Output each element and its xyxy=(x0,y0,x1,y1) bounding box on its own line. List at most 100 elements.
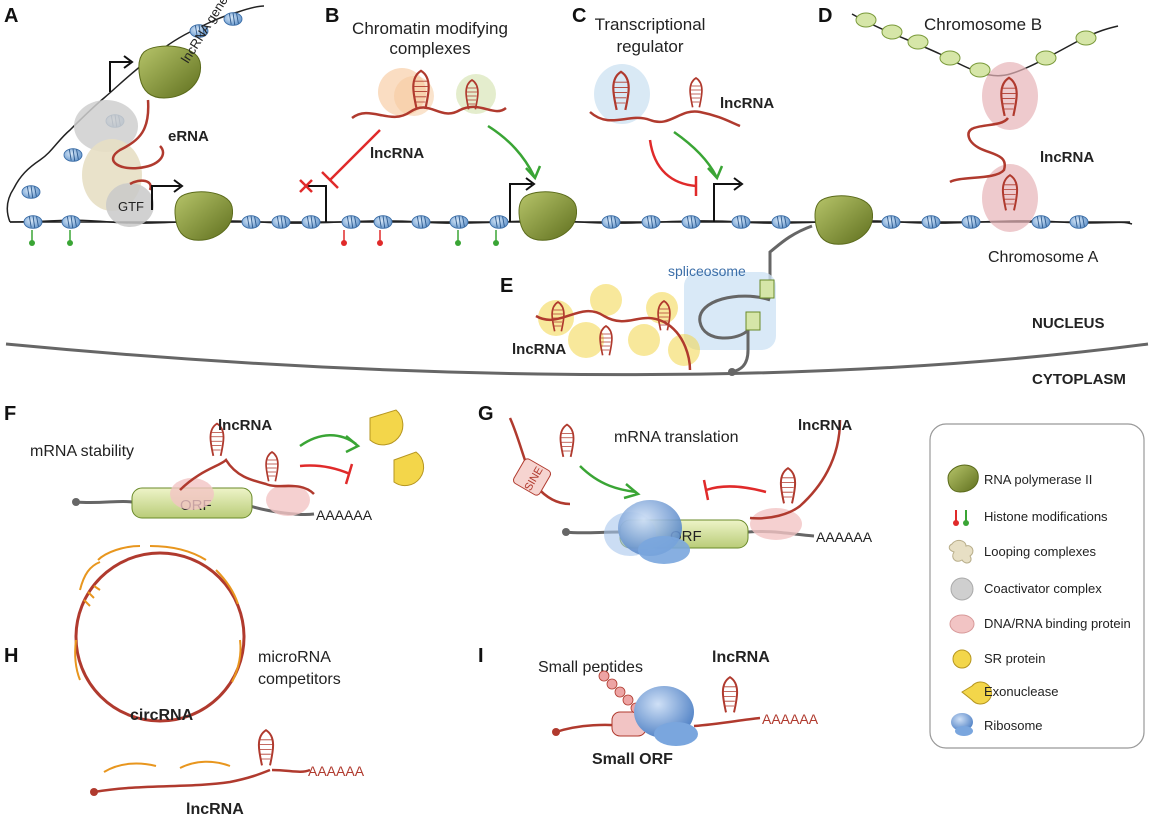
tss-arrow-a2 xyxy=(151,185,180,210)
gtf-label: GTF xyxy=(118,199,144,214)
exonuclease-f2 xyxy=(393,451,425,487)
spliceosome-label: spliceosome xyxy=(668,263,746,279)
legend-label: Exonuclease xyxy=(984,684,1058,699)
coactivator-complex xyxy=(74,100,138,152)
panel-b: Chromatin modifying complexes lncRNA xyxy=(299,19,578,241)
panel-letter-i: I xyxy=(478,645,484,667)
lncrna-label-c: lncRNA xyxy=(720,95,774,112)
legend-label: Looping complexes xyxy=(984,544,1097,559)
transcriptional-regulator xyxy=(594,64,650,124)
legend-label: Histone modifications xyxy=(984,509,1108,524)
small-orf-label: Small ORF xyxy=(592,751,673,768)
legend-label: Coactivator complex xyxy=(984,581,1102,596)
panel-d: Chromosome B lncRNA Chromosome A xyxy=(851,12,1119,266)
lncrna-label-h: lncRNA xyxy=(186,801,244,818)
microrna-label-1: microRNA xyxy=(258,649,331,666)
panel-f: mRNA stability ORF AAAAAA lncRNA xyxy=(30,409,425,523)
panel-letter-e: E xyxy=(500,275,513,297)
polya-h: AAAAAA xyxy=(308,763,365,779)
nucleus-label: NUCLEUS xyxy=(1032,315,1105,332)
legend-label: SR protein xyxy=(984,651,1045,666)
rna-polymerase-a2 xyxy=(174,191,234,241)
repression-arrow-f xyxy=(299,464,351,476)
legend: RNA polymerase II Histone modifications … xyxy=(929,423,1145,749)
microrna-label-2: competitors xyxy=(258,671,341,688)
lncrna-label-g: lncRNA xyxy=(798,417,852,434)
legend-box xyxy=(929,423,1145,749)
blocked-tss xyxy=(299,179,313,193)
repression-arrow-b xyxy=(329,129,381,181)
lncrna-c xyxy=(589,110,741,128)
panel-e: spliceosome lncRNA xyxy=(512,195,874,376)
tss-arrow-a1 xyxy=(109,61,130,92)
lncrna-label-b: lncRNA xyxy=(370,145,424,162)
panel-letter-d: D xyxy=(818,5,832,27)
lncrna-d xyxy=(949,117,1010,184)
coactivator-icon xyxy=(950,577,974,601)
small-peptides-label: Small peptides xyxy=(538,659,643,676)
chromatin-modifying-label-2: complexes xyxy=(389,39,470,58)
erna-strand xyxy=(112,99,165,170)
transcriptional-label-2: regulator xyxy=(616,37,683,56)
histone-marks xyxy=(29,230,499,246)
circrna-label: circRNA xyxy=(130,707,194,724)
lncrna-b xyxy=(351,105,507,120)
panel-letter-b: B xyxy=(325,5,339,27)
panel-letter-c: C xyxy=(572,5,586,27)
panel-g: mRNA translation SINE ORF AAAAAA lncRNA xyxy=(508,417,873,564)
lncrna-label-d: lncRNA xyxy=(1040,149,1094,166)
panel-a: GTF lncRNA gene eRNA xyxy=(74,0,234,241)
activation-arrow-g xyxy=(579,465,637,494)
panel-letter-f: F xyxy=(4,403,16,425)
lncrna-e xyxy=(535,309,692,371)
repression-arrow-c xyxy=(648,139,697,188)
activation-arrow-b xyxy=(487,124,536,177)
tss-arrow-b xyxy=(509,183,532,222)
nuclear-envelope xyxy=(5,342,1149,377)
lncrna-f xyxy=(179,458,315,495)
polya-i: AAAAAA xyxy=(762,711,819,727)
sr-protein-icon xyxy=(952,649,972,669)
legend-label: RNA polymerase II xyxy=(984,472,1092,487)
rna-polymerase-b xyxy=(518,191,578,241)
exonuclease-f1 xyxy=(369,409,404,446)
rna-polymerase-e xyxy=(814,195,874,245)
binding-protein-icon xyxy=(949,614,975,634)
panel-h: circRNA microRNA competitors AAAAAA lncR… xyxy=(74,545,365,818)
lncrna-gene-label: lncRNA gene xyxy=(178,0,231,66)
lncrna-label-e: lncRNA xyxy=(512,341,566,358)
lncrna-label-i: lncRNA xyxy=(712,649,770,666)
chromosome-b-label: Chromosome B xyxy=(924,15,1042,34)
chromosome-a-label: Chromosome A xyxy=(988,249,1099,266)
mrna-translation-label: mRNA translation xyxy=(614,429,739,446)
cytoplasm-label: CYTOPLASM xyxy=(1032,371,1126,388)
polya-f: AAAAAA xyxy=(316,507,373,523)
panel-i: Small peptides lncRNA AAAAAA Small ORF xyxy=(538,649,819,768)
exonuclease-icon xyxy=(961,681,992,705)
pre-mrna xyxy=(698,294,771,374)
mrna-stability-label: mRNA stability xyxy=(30,443,134,460)
chromatin-modifying-label-1: Chromatin modifying xyxy=(352,19,508,38)
legend-label: Ribosome xyxy=(984,718,1043,733)
rna-polymerase-icon xyxy=(947,464,979,493)
looping-complex-icon xyxy=(948,539,974,564)
histone-mark-icon xyxy=(953,510,969,526)
panel-letter-g: G xyxy=(478,403,494,425)
polya-g: AAAAAA xyxy=(816,529,873,545)
panel-letter-h: H xyxy=(4,645,18,667)
lncrna-h xyxy=(93,768,271,794)
repression-arrow-g xyxy=(705,485,767,494)
erna-label: eRNA xyxy=(168,128,209,145)
tss-arrow-c xyxy=(713,183,740,222)
panel-letter-a: A xyxy=(4,5,18,27)
legend-label: DNA/RNA binding protein xyxy=(984,616,1131,631)
circrna-circle xyxy=(74,551,246,723)
ribosome-icon xyxy=(951,713,973,736)
lncrna-g xyxy=(749,419,842,520)
panel-c: Transcriptional regulator lncRNA xyxy=(589,15,774,222)
activation-arrow-c xyxy=(673,130,718,177)
transcriptional-label-1: Transcriptional xyxy=(595,15,706,34)
mirna-competitors-circ xyxy=(74,545,242,683)
lncrna-label-f: lncRNA xyxy=(218,417,272,434)
